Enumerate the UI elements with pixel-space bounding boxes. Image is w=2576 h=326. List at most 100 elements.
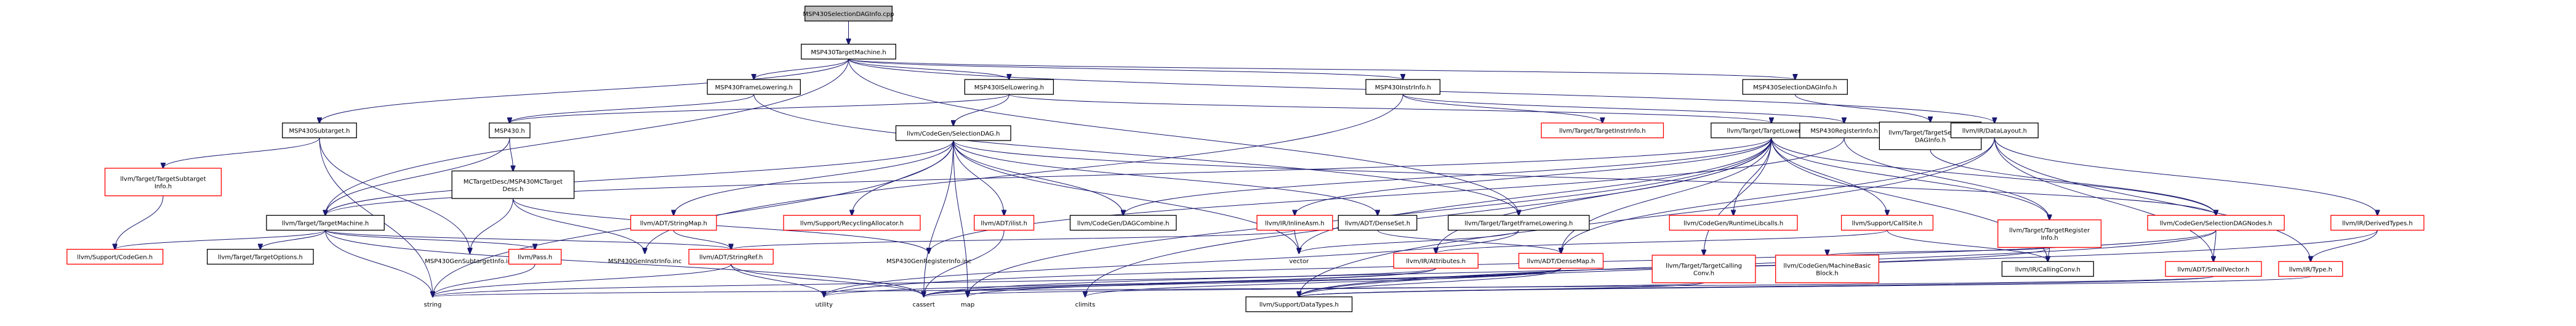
header-node[interactable]: llvm/ADT/StringRef.h — [688, 248, 774, 265]
include-edge — [1294, 137, 1772, 216]
node-label: llvm/CodeGen/SelectionDAG.h — [907, 131, 1000, 137]
header-node[interactable]: llvm/Support/CodeGen.h — [66, 248, 164, 265]
header-node[interactable]: llvm/ADT/ilist.h — [974, 214, 1035, 231]
header-node[interactable]: llvm/IR/InlineAsm.h — [1256, 214, 1333, 231]
node-box — [1365, 79, 1441, 95]
header-node[interactable]: llvm/CodeGen/DAGCombine.h — [1069, 214, 1177, 231]
header-node[interactable]: llvm/CodeGen/SelectionDAGNodes.h — [2147, 214, 2285, 231]
header-node[interactable]: MSP430TargetMachine.h — [801, 44, 896, 60]
header-node[interactable]: llvm/Support/DataTypes.h — [1245, 296, 1353, 312]
header-node[interactable]: llvm/IR/DataLayout.h — [1950, 122, 2039, 139]
header-node[interactable]: llvm/IR/DerivedTypes.h — [2330, 214, 2425, 231]
include-edge — [1436, 230, 1888, 254]
header-node[interactable]: llvm/IR/Attributes.h — [1393, 253, 1479, 269]
node-label: llvm/IR/DerivedTypes.h — [2342, 220, 2413, 227]
root-file-node: MSP430SelectionDAGInfo.cpp — [803, 6, 894, 22]
node-box — [1448, 214, 1590, 231]
node-label: MSP430RegisterInfo.h — [1810, 128, 1878, 135]
header-node[interactable]: llvm/ADT/StringMap.h — [630, 214, 717, 231]
include-edge — [325, 230, 924, 297]
node-label: Block.h — [1816, 270, 1839, 277]
header-node[interactable]: llvm/CodeGen/RuntimeLibcalls.h — [1669, 214, 1798, 231]
include-edge — [924, 267, 1562, 296]
node-box — [804, 6, 893, 22]
node-label: llvm/CodeGen/MachineBasic — [1783, 263, 1871, 269]
system-header-node: MSP430GenSubtargetInfo.inc — [425, 258, 515, 265]
include-edge — [1887, 230, 2048, 262]
header-node[interactable]: llvm/IR/CallingConv.h — [2001, 261, 2094, 277]
include-edge — [325, 230, 433, 297]
node-label: llvm/CodeGen/DAGCombine.h — [1077, 220, 1170, 227]
node-label: map — [961, 302, 974, 309]
include-edge — [953, 141, 1004, 215]
header-node[interactable]: llvm/Support/CallSite.h — [1840, 214, 1934, 231]
header-node[interactable]: llvm/IR/Type.h — [2278, 261, 2343, 277]
header-node[interactable]: llvm/Support/RecyclingAllocator.h — [783, 214, 921, 231]
include-edge — [1771, 137, 2050, 220]
header-node[interactable]: MSP430ISelLowering.h — [964, 79, 1054, 95]
include-edge — [1771, 137, 1887, 216]
node-label: MSP430FrameLowering.h — [715, 84, 793, 91]
include-edge — [510, 94, 755, 123]
node-label: llvm/Target/TargetLowering.h — [1727, 128, 1816, 135]
include-edge — [824, 267, 1562, 296]
include-edge — [1377, 230, 1561, 254]
node-label: Desc.h — [502, 186, 523, 193]
node-label: MSP430SelectionDAGInfo.h — [1753, 84, 1837, 91]
header-node[interactable]: llvm/ADT/DenseSet.h — [1338, 214, 1418, 231]
node-box — [2278, 261, 2343, 277]
include-edge — [326, 59, 849, 216]
node-box — [1393, 253, 1479, 269]
node-label: utility — [815, 302, 833, 309]
node-label: llvm/IR/InlineAsm.h — [1265, 220, 1325, 227]
include-edge — [953, 141, 1299, 253]
node-label: llvm/IR/Attributes.h — [1406, 258, 1466, 265]
include-edge — [326, 140, 954, 215]
header-node[interactable]: llvm/Target/TargetFrameLowering.h — [1448, 214, 1590, 231]
include-edge — [731, 230, 1295, 250]
node-box — [451, 170, 575, 199]
node-box — [707, 79, 801, 95]
header-node[interactable]: MSP430SelectionDAGInfo.h — [1742, 79, 1848, 95]
header-node[interactable]: llvm/Target/TargetMachine.h — [266, 214, 385, 231]
header-node[interactable]: llvm/ADT/SmallVector.h — [2165, 261, 2262, 277]
node-label: llvm/CodeGen/RuntimeLibcalls.h — [1683, 220, 1783, 227]
node-label: llvm/ADT/StringMap.h — [640, 220, 707, 227]
include-edge — [319, 137, 470, 254]
node-label: llvm/ADT/SmallVector.h — [2178, 266, 2250, 273]
include-edge — [924, 230, 1005, 297]
header-node[interactable]: MSP430InstrInfo.h — [1365, 79, 1441, 95]
header-node[interactable]: llvm/Target/TargetOptions.h — [207, 248, 314, 265]
node-box — [1840, 214, 1934, 231]
header-node[interactable]: MSP430Subtarget.h — [282, 122, 357, 139]
include-edge — [1994, 137, 2213, 262]
node-box — [974, 214, 1035, 231]
include-edge — [1994, 137, 2377, 216]
header-node[interactable]: MSP430.h — [489, 122, 531, 139]
header-node[interactable]: MSP430RegisterInfo.h — [1799, 122, 1889, 139]
header-node[interactable]: llvm/Pass.h — [508, 248, 562, 265]
include-edge — [1827, 247, 2050, 255]
header-node[interactable]: llvm/CodeGen/SelectionDAG.h — [895, 125, 1011, 141]
node-box — [2330, 214, 2425, 231]
include-edge — [163, 137, 320, 168]
include-edge — [1299, 276, 2214, 296]
include-edge — [848, 59, 1009, 79]
header-node[interactable]: llvm/ADT/DenseMap.h — [1518, 253, 1604, 269]
header-node[interactable]: MSP430FrameLowering.h — [707, 79, 801, 95]
node-label: llvm/Target/TargetFrameLowering.h — [1464, 220, 1573, 227]
node-label: llvm/ADT/ilist.h — [981, 220, 1027, 227]
node-box — [2147, 214, 2285, 231]
node-label: MSP430GenSubtargetInfo.inc — [425, 258, 515, 265]
header-node[interactable]: llvm/Target/TargetInstrInfo.h — [1541, 122, 1664, 139]
include-edge — [433, 282, 1704, 297]
system-header-node: map — [961, 302, 974, 309]
node-label: llvm/IR/Type.h — [2289, 266, 2332, 273]
include-edge — [731, 264, 924, 297]
include-edge — [848, 59, 1796, 79]
